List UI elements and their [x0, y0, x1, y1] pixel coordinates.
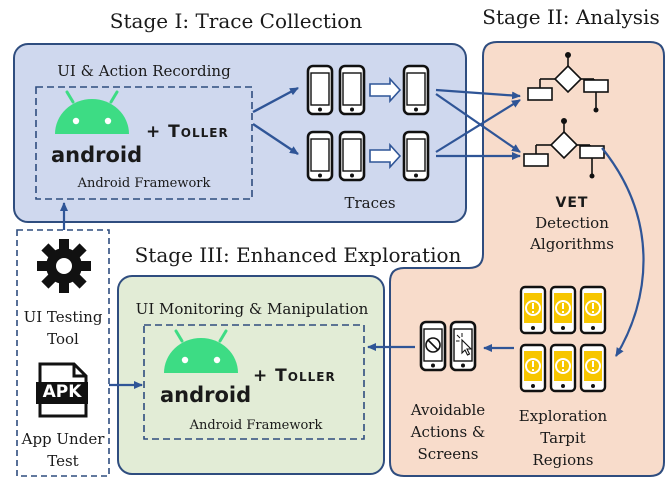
arrow-trace1-to-algo2 — [435, 93, 521, 153]
toller-label-stage1: + Toller — [146, 122, 229, 142]
android-wordmark-stage1: android — [51, 143, 142, 167]
stage3-title: Stage III: Enhanced Exploration — [135, 243, 462, 267]
stage3-box — [117, 275, 385, 475]
tarpit-label-line1: Exploration — [519, 407, 608, 425]
toller-label-stage3: + Toller — [253, 366, 336, 386]
tarpit-label-line3: Regions — [533, 451, 594, 469]
apk-badge-text: APK — [43, 382, 83, 402]
app-label-line1: App Under — [21, 430, 106, 448]
avoidable-phone-block — [419, 320, 447, 372]
trace2-phone-b — [338, 130, 366, 182]
arrow-trace1-to-algo1 — [435, 88, 521, 100]
trace1-phone-b — [338, 64, 366, 116]
avoidable-phone-click — [449, 320, 477, 372]
traces-label: Traces — [344, 194, 395, 212]
arrow-record-to-trace1 — [252, 86, 299, 114]
gear-icon — [37, 239, 91, 293]
android-framework-box-stage1 — [35, 86, 253, 200]
recording-label: UI & Action Recording — [57, 62, 231, 80]
stage1-title: Stage I: Trace Collection — [110, 9, 363, 33]
block-icon — [425, 337, 441, 353]
avoidable-label-line1: Avoidable — [410, 401, 485, 419]
arrow-algo-to-tarpit — [601, 147, 645, 357]
avoidable-label-line2: Actions & — [410, 423, 486, 441]
app-label-line2: Test — [47, 452, 78, 470]
cursor-click-icon — [461, 338, 473, 356]
framework-label-stage3: Android Framework — [189, 418, 323, 433]
tool-label-line2: Tool — [47, 330, 79, 348]
tool-label-line1: UI Testing — [24, 308, 103, 326]
trace1-phone-a — [306, 64, 334, 116]
trace1-phone-c — [402, 64, 430, 116]
tarpit-label-line2: Tarpit — [540, 429, 585, 447]
tarpit-phone-3 — [579, 285, 607, 335]
trace1-hollow-arrow — [369, 76, 402, 104]
arrow-record-to-trace2 — [252, 123, 299, 155]
framework-label-stage1: Android Framework — [77, 176, 211, 191]
android-wordmark-stage3: android — [160, 383, 251, 407]
trace2-phone-a — [306, 130, 334, 182]
avoidable-label-line3: Screens — [418, 445, 479, 463]
trace2-hollow-arrow — [369, 142, 402, 170]
detection-label-line2: Algorithms — [529, 235, 614, 253]
arrow-trace2-to-algo1 — [435, 99, 521, 153]
tarpit-phone-6 — [579, 343, 607, 393]
android-framework-box-stage3 — [143, 324, 365, 440]
vet-label: VET — [556, 195, 589, 211]
stage2-title: Stage II: Analysis — [482, 5, 659, 29]
monitoring-label: UI Monitoring & Manipulation — [136, 300, 369, 318]
tarpit-phone-5 — [549, 343, 577, 393]
apk-file-icon — [36, 362, 88, 418]
trace2-phone-c — [402, 130, 430, 182]
tarpit-phone-4 — [519, 343, 547, 393]
detection-label-line1: Detection — [535, 214, 609, 232]
tarpit-phone-1 — [519, 285, 547, 335]
tarpit-phone-2 — [549, 285, 577, 335]
